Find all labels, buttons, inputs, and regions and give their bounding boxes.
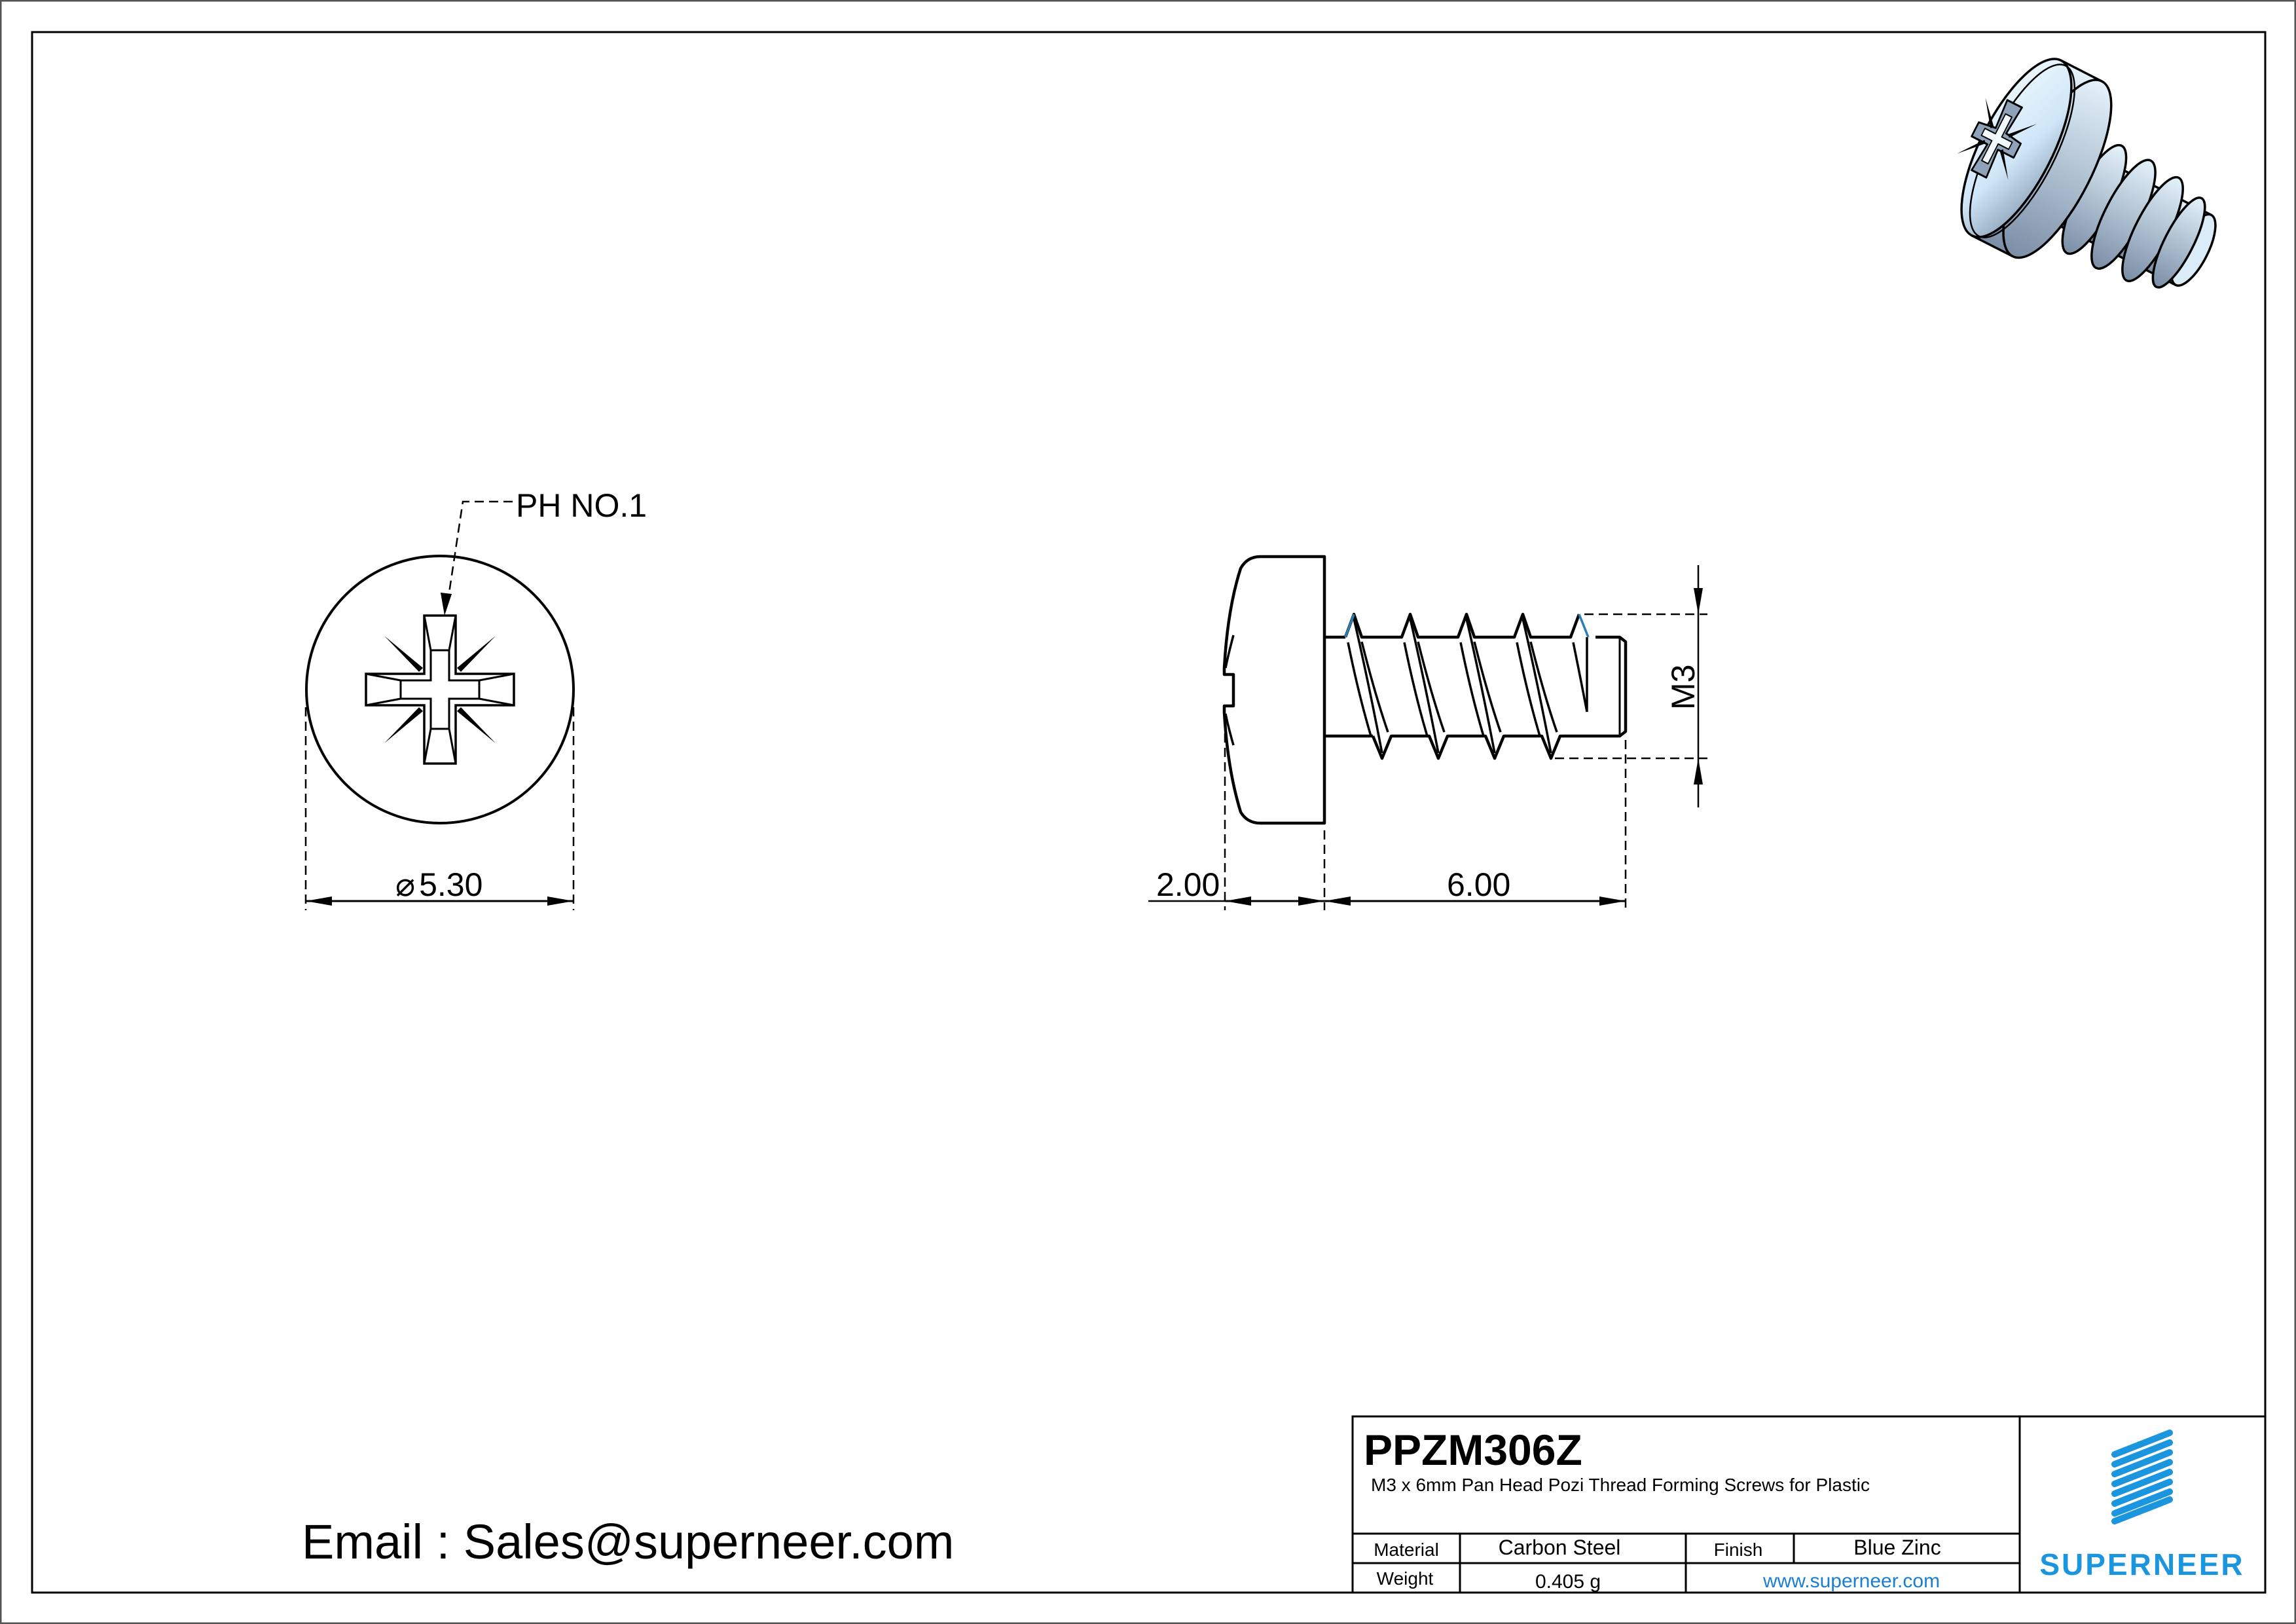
head-outline <box>305 555 575 824</box>
material-value: Carbon Steel <box>1499 1536 1621 1559</box>
striped-s-logo-icon <box>2111 1430 2173 1524</box>
diameter-symbol-icon: ⌀ <box>395 866 415 903</box>
diameter-dimension: ⌀5.30 <box>395 866 483 903</box>
front-view <box>304 500 575 910</box>
weight-label: Weight <box>1377 1568 1434 1589</box>
drawing-frame <box>31 31 2267 1594</box>
callout-leader <box>446 500 513 606</box>
website-link[interactable]: www.superneer.com <box>1762 1570 1940 1592</box>
weight-value: 0.405 g <box>1535 1571 1601 1593</box>
head-height-dimension: 2.00 <box>1156 866 1220 903</box>
contact-email[interactable]: Email : Sales@superneer.com <box>302 1515 954 1569</box>
thread-size-label: M3 <box>1665 665 1702 710</box>
screw-3d-icon <box>1957 58 2217 289</box>
side-view <box>1148 555 1707 910</box>
part-number: PPZM306Z <box>1364 1426 1582 1474</box>
thread-highlight <box>1578 614 1590 638</box>
callout-label: PH NO.1 <box>516 487 647 524</box>
brand-logo-text: SUPERNEER <box>2039 1547 2244 1581</box>
pozi-recess-icon <box>365 614 515 765</box>
head-profile <box>1222 555 1326 825</box>
length-dimension: 6.00 <box>1447 866 1510 903</box>
finish-value: Blue Zinc <box>1853 1536 1941 1559</box>
finish-label: Finish <box>1714 1540 1763 1560</box>
pozi-rays-icon <box>384 636 496 743</box>
part-description: M3 x 6mm Pan Head Pozi Thread Forming Sc… <box>1371 1475 1870 1495</box>
material-label: Material <box>1374 1540 1439 1560</box>
